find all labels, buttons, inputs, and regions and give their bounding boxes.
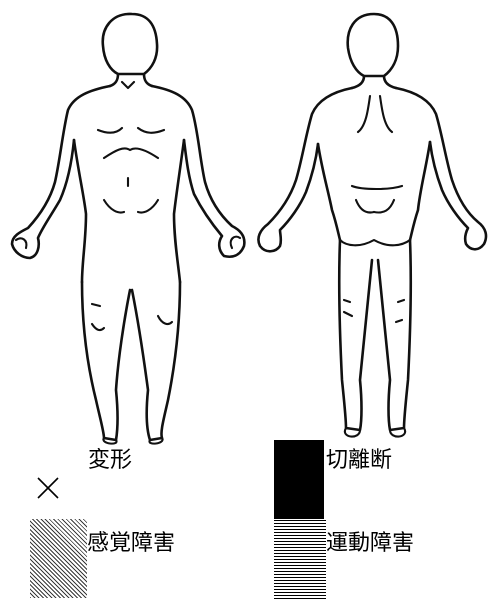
motor-disorder-swatch: [274, 519, 326, 599]
front-body-figure: [0, 0, 250, 445]
motor-disorder-label: 運動障害: [326, 533, 414, 555]
amputation-swatch: [274, 440, 324, 519]
front-body-outline: [0, 0, 250, 445]
back-body-outline: [250, 0, 493, 445]
sensory-disorder-label: 感覚障害: [87, 533, 175, 555]
back-body-figure: [250, 0, 493, 445]
sensory-disorder-swatch: [30, 519, 87, 598]
deformity-label: 変形: [88, 450, 132, 472]
amputation-label: 切離断: [326, 450, 392, 472]
deformity-x-mark: [34, 474, 62, 502]
